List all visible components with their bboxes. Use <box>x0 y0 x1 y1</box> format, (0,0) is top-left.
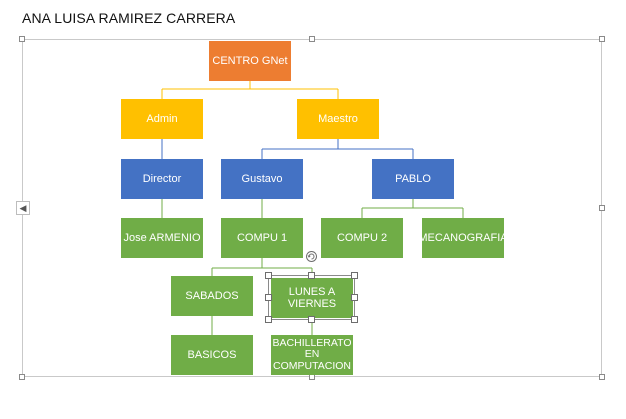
node-label: Director <box>142 172 182 185</box>
node-label: COMPU 2 <box>336 231 388 244</box>
selection-handle-middle-right[interactable] <box>351 294 358 301</box>
chevron-left-icon: ◀ <box>19 202 27 213</box>
frame-handle-top-right[interactable] <box>599 36 605 42</box>
node-label: BASICOS <box>187 348 237 361</box>
rotate-handle-icon[interactable] <box>305 250 318 263</box>
node-compu-1[interactable]: COMPU 1 <box>221 218 303 258</box>
node-label: Admin <box>146 112 178 125</box>
frame-handle-top-center[interactable] <box>309 36 315 42</box>
node-label: CENTRO GNet <box>212 54 288 67</box>
frame-handle-bottom-right[interactable] <box>599 374 605 380</box>
node-lunes-a-viernes[interactable]: LUNES A VIERNES <box>271 278 353 318</box>
node-jose-armenio[interactable]: Jose ARMENIO <box>121 218 203 258</box>
node-admin[interactable]: Admin <box>121 99 203 139</box>
text-pane-toggle[interactable]: ◀ <box>16 201 30 215</box>
node-basicos[interactable]: BASICOS <box>171 335 253 375</box>
selection-handle-top-left[interactable] <box>265 272 272 279</box>
selection-outline <box>268 275 355 320</box>
selection-handle-bottom-center[interactable] <box>308 316 315 323</box>
node-label: BACHILLERATO EN COMPUTACION <box>272 336 352 372</box>
document-title: ANA LUISA RAMIREZ CARRERA <box>22 10 236 26</box>
node-pablo[interactable]: PABLO <box>372 159 454 199</box>
node-label: Jose ARMENIO <box>123 231 201 244</box>
node-label: Gustavo <box>241 172 283 185</box>
selection-handle-top-center[interactable] <box>308 272 315 279</box>
node-bachillerato[interactable]: BACHILLERATO EN COMPUTACION <box>271 335 353 375</box>
node-label: LUNES A VIERNES <box>287 285 337 310</box>
node-gustavo[interactable]: Gustavo <box>221 159 303 199</box>
frame-handle-top-left[interactable] <box>19 36 25 42</box>
node-sabados[interactable]: SABADOS <box>171 276 253 316</box>
node-centro-gnet[interactable]: CENTRO GNet <box>209 41 291 81</box>
node-label: MECANOGRAFIA <box>418 231 508 244</box>
node-label: Maestro <box>318 112 358 125</box>
frame-handle-middle-right[interactable] <box>599 205 605 211</box>
node-mecanografia[interactable]: MECANOGRAFIA <box>418 218 508 258</box>
frame-handle-bottom-left[interactable] <box>19 374 25 380</box>
selection-handle-top-right[interactable] <box>351 272 358 279</box>
node-label: PABLO <box>395 172 431 185</box>
node-maestro[interactable]: Maestro <box>297 99 379 139</box>
node-label: COMPU 1 <box>236 231 288 244</box>
node-compu-2[interactable]: COMPU 2 <box>321 218 403 258</box>
selection-handle-bottom-left[interactable] <box>265 316 272 323</box>
selection-handle-middle-left[interactable] <box>265 294 272 301</box>
node-label: SABADOS <box>185 289 239 302</box>
selection-handle-bottom-right[interactable] <box>351 316 358 323</box>
node-director[interactable]: Director <box>121 159 203 199</box>
